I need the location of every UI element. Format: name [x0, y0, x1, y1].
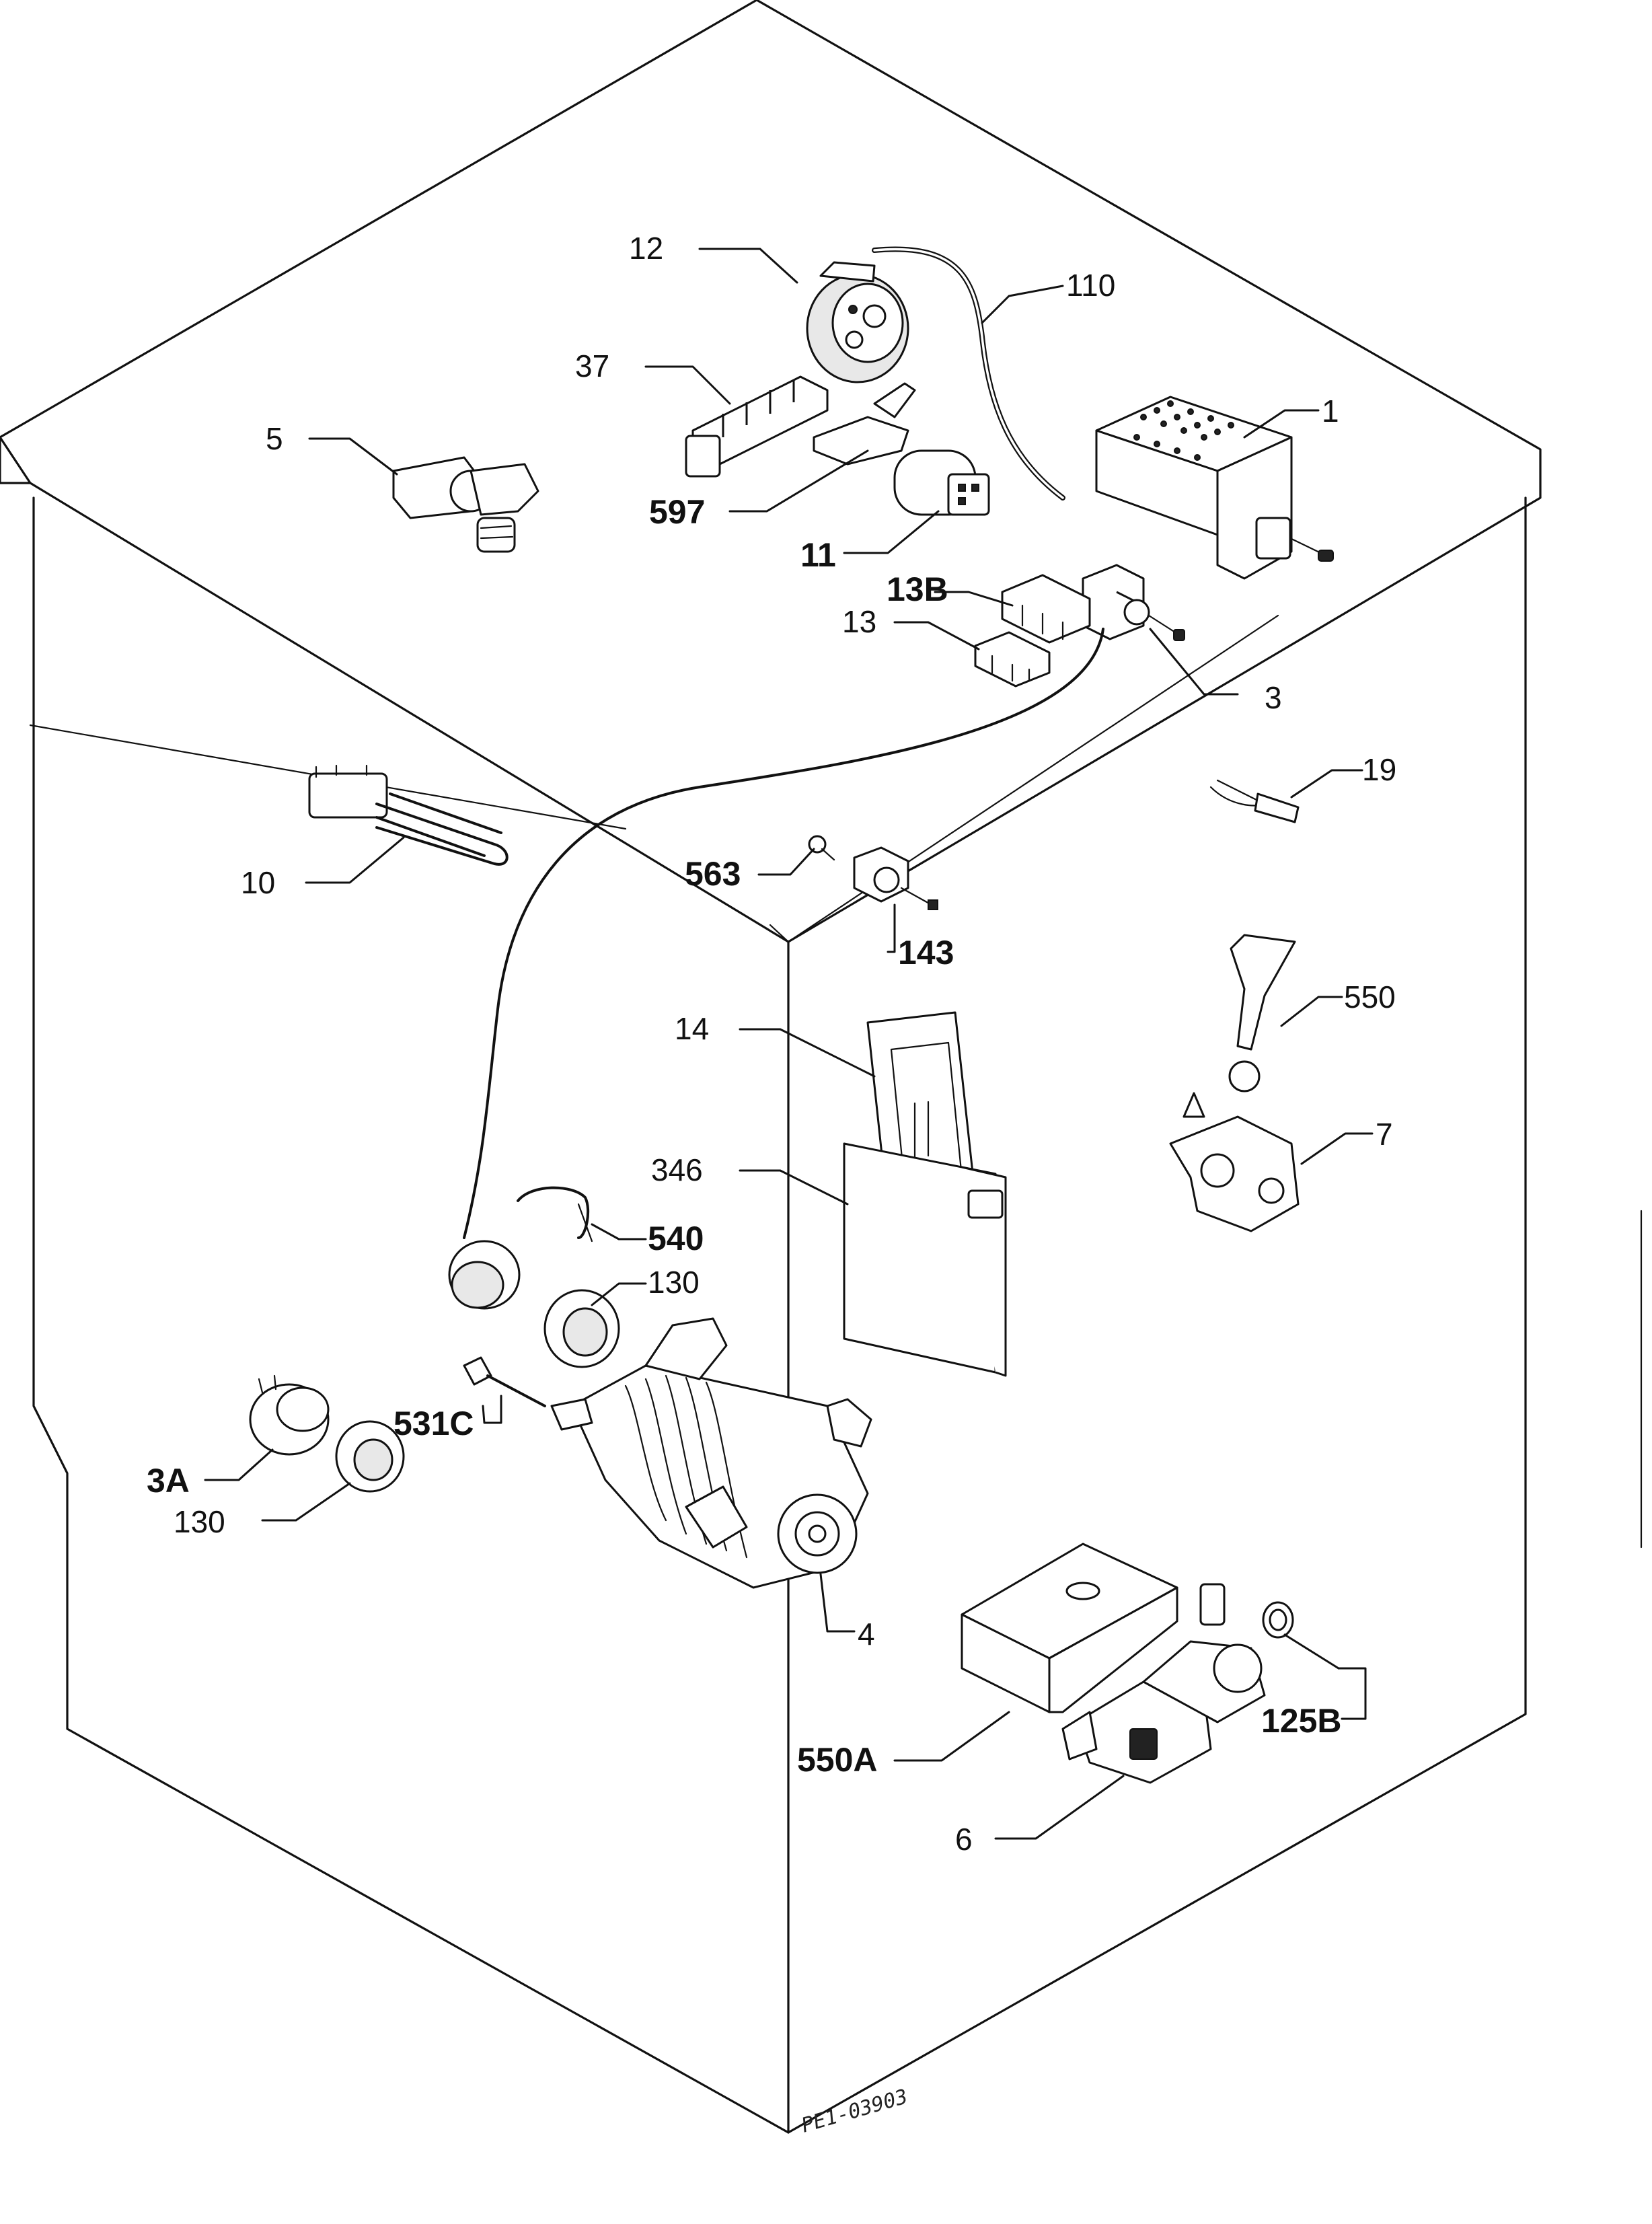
leader-lines — [204, 248, 1374, 1840]
label-143: 143 — [898, 934, 954, 971]
bracket-597 — [813, 382, 916, 466]
label-346: 346 — [651, 1152, 703, 1187]
pressure-switch-12 — [806, 261, 909, 383]
motor-4 — [550, 1317, 872, 1589]
drawing-reference: PE1-03903 — [799, 2085, 911, 2137]
drawer-346 — [843, 1142, 1007, 1377]
seal-ring-125b — [1262, 1601, 1294, 1639]
label-1: 1 — [1322, 394, 1339, 429]
grommet — [448, 1240, 521, 1310]
label-7: 7 — [1376, 1117, 1393, 1152]
cable-harness — [463, 628, 1104, 1239]
connector-13 — [974, 631, 1051, 688]
bolt-531c — [463, 1356, 546, 1407]
hose-110 — [872, 246, 1065, 501]
capacitor-11 — [893, 449, 990, 516]
sensor-19 — [1209, 779, 1300, 823]
label-3a: 3A — [147, 1462, 190, 1499]
label-13b: 13B — [887, 570, 948, 608]
clip-540 — [517, 1186, 593, 1243]
lever-550 — [1228, 934, 1296, 1092]
heater-10 — [308, 764, 509, 866]
label-130-lower: 130 — [174, 1504, 225, 1539]
label-6: 6 — [955, 1822, 973, 1857]
label-550: 550 — [1344, 979, 1396, 1014]
screw-563 — [808, 835, 835, 861]
label-130-upper: 130 — [648, 1265, 700, 1300]
label-4: 4 — [858, 1617, 875, 1652]
connector-13b — [1001, 574, 1091, 644]
label-125b: 125B — [1261, 1702, 1342, 1740]
sensor-143 — [853, 846, 938, 910]
label-11: 11 — [800, 536, 836, 574]
bushing-130-upper — [543, 1289, 620, 1368]
drain-pump-6 — [1061, 1583, 1266, 1784]
inlet-valve-5 — [392, 456, 539, 553]
label-37: 37 — [575, 348, 609, 383]
timer-1 — [1095, 396, 1334, 580]
label-3: 3 — [1265, 680, 1282, 715]
label-550a: 550A — [797, 1741, 878, 1779]
label-14: 14 — [675, 1011, 709, 1046]
label-5: 5 — [266, 421, 283, 456]
label-531c: 531C — [393, 1405, 474, 1442]
door-lock-7 — [1169, 1092, 1300, 1232]
label-12: 12 — [629, 231, 663, 266]
timer-dots — [1133, 400, 1234, 461]
switch-3 — [1082, 564, 1185, 641]
label-597: 597 — [649, 493, 705, 531]
label-13: 13 — [842, 604, 876, 639]
thermostat-3a — [249, 1374, 330, 1456]
bushing-130-lower — [335, 1420, 405, 1493]
label-563: 563 — [685, 855, 741, 893]
terminal-block-37 — [685, 375, 829, 478]
pump-cover-550a — [961, 1543, 1178, 1713]
label-540: 540 — [648, 1220, 704, 1257]
label-19: 19 — [1362, 752, 1396, 787]
label-10: 10 — [241, 865, 275, 900]
part-labels: 12 110 37 5 597 11 1 13B 13 3 19 10 563 … — [147, 231, 1396, 1857]
label-110: 110 — [1066, 268, 1115, 303]
